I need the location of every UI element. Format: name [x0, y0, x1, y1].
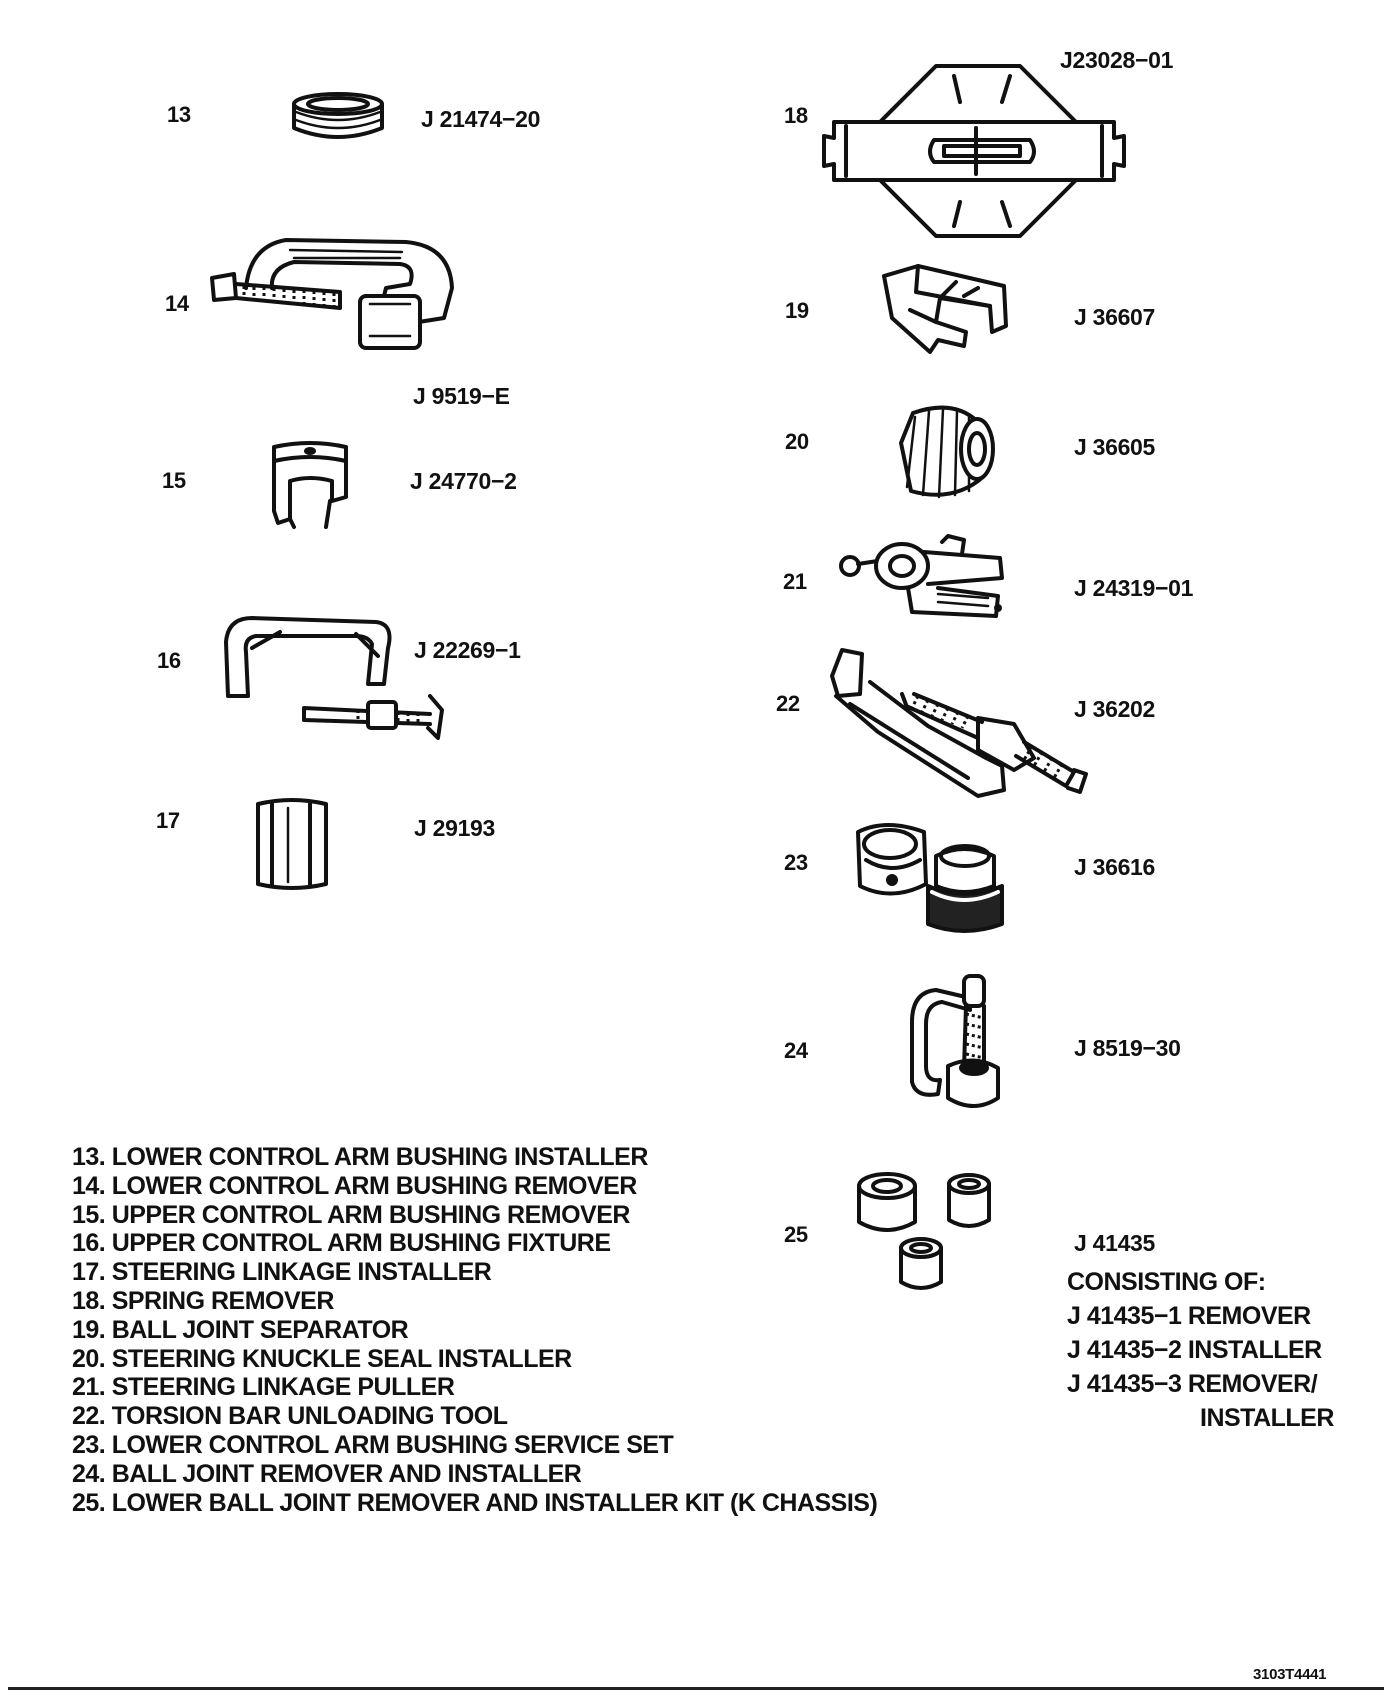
tool-23-number: 23 [784, 850, 808, 875]
tool-24-number: 24 [784, 1038, 808, 1063]
seal-installer-cup-icon [899, 405, 995, 499]
legend-item: 16. UPPER CONTROL ARM BUSHING FIXTURE [72, 1229, 611, 1258]
tool-24-illustration [908, 970, 1003, 1115]
kit-component-item: INSTALLER [1200, 1404, 1334, 1432]
tool-21-part-number: J 24319−01 [1074, 575, 1194, 601]
legend-item: 19. BALL JOINT SEPARATOR [72, 1315, 409, 1344]
kit-25-components: CONSISTING OF: J 41435−1 REMOVER J 41435… [1067, 1265, 1337, 1435]
tool-22-number: 22 [776, 691, 800, 716]
tool-14-illustration [210, 232, 460, 357]
legend-item: 20. STEERING KNUCKLE SEAL INSTALLER [72, 1344, 572, 1373]
kit-component-item: J 41435−1 REMOVER [1067, 1302, 1311, 1330]
torsion-bar-tool-icon [830, 648, 1088, 798]
tool-16-number: 16 [157, 648, 181, 673]
tool-18-part-number: J23028−01 [1060, 47, 1174, 73]
tool-17-part-number: J 29193 [414, 815, 496, 841]
sleeve-installer-icon [256, 798, 328, 890]
tool-21-illustration [838, 532, 1013, 624]
tool-16-part-number: J 22269−1 [414, 637, 521, 663]
tool-15-illustration [268, 441, 353, 529]
tool-24-part-number: J 8519−30 [1074, 1035, 1181, 1061]
tool-20-part-number: J 36605 [1074, 434, 1156, 460]
tool-20-illustration [893, 403, 998, 505]
tool-25-number: 25 [784, 1222, 808, 1247]
c-clamp-press-icon [210, 238, 454, 350]
figure-code: 3103T4441 [1253, 1666, 1327, 1683]
tool-19-part-number: J 36607 [1074, 304, 1156, 330]
legend-item: 24. BALL JOINT REMOVER AND INSTALLER [72, 1459, 582, 1488]
legend-item: 21. STEERING LINKAGE PULLER [72, 1373, 455, 1402]
tool-17-illustration [252, 798, 334, 893]
tool-19-number: 19 [785, 298, 809, 323]
tool-13-number: 13 [167, 102, 191, 127]
tool-18-illustration [822, 62, 1129, 240]
legend-item: 14. LOWER CONTROL ARM BUSHING REMOVER [72, 1171, 637, 1200]
tool-23-part-number: J 36616 [1074, 854, 1156, 880]
tool-15-part-number: J 24770−2 [410, 468, 517, 494]
legend-item: 22. TORSION BAR UNLOADING TOOL [72, 1402, 508, 1431]
tool-14-part-number: J 9519−E [413, 383, 510, 409]
bottom-rule [8, 1687, 1384, 1690]
tool-25-illustration [855, 1170, 1005, 1295]
tool-22-illustration [818, 646, 1093, 806]
bushing-service-set-icon [856, 823, 1004, 933]
legend-item: 23. LOWER CONTROL ARM BUSHING SERVICE SE… [72, 1430, 674, 1459]
legend-item: 15. UPPER CONTROL ARM BUSHING REMOVER [72, 1200, 630, 1229]
kit-consisting-label: CONSISTING OF: [1067, 1268, 1266, 1296]
tool-23-illustration [852, 820, 1007, 935]
tool-13-illustration [290, 90, 390, 142]
tool-15-number: 15 [162, 468, 186, 493]
legend-item: 17. STEERING LINKAGE INSTALLER [72, 1258, 492, 1287]
tool-25-part-number: J 41435 [1074, 1230, 1156, 1256]
tool-13-part-number: J 21474−20 [421, 106, 541, 132]
linkage-puller-icon [839, 534, 1004, 618]
tool-22-part-number: J 36202 [1074, 696, 1156, 722]
kit-component-item: J 41435−3 REMOVER/ [1067, 1370, 1318, 1398]
legend-item: 25. LOWER BALL JOINT REMOVER AND INSTALL… [72, 1488, 878, 1517]
ball-joint-kit-icon [857, 1172, 991, 1290]
ball-joint-separator-icon [882, 264, 1008, 354]
kit-component-item: J 41435−2 INSTALLER [1067, 1336, 1322, 1364]
tool-17-number: 17 [156, 808, 180, 833]
fork-fixture-icon [272, 441, 348, 529]
fixture-clamp-icon [224, 616, 444, 740]
tool-legend: 13. LOWER CONTROL ARM BUSHING INSTALLER … [72, 1143, 932, 1517]
tool-16-illustration [218, 612, 453, 740]
tool-21-number: 21 [783, 569, 807, 594]
tool-19-illustration [880, 262, 1012, 357]
bushing-installer-ring-icon [292, 92, 384, 139]
tool-14-number: 14 [165, 291, 189, 316]
spring-remover-plate-icon [822, 64, 1126, 238]
ball-joint-press-icon [910, 974, 1000, 1108]
legend-item: 18. SPRING REMOVER [72, 1286, 334, 1315]
tool-20-number: 20 [785, 429, 809, 454]
legend-item: 13. LOWER CONTROL ARM BUSHING INSTALLER [72, 1143, 648, 1171]
tool-18-number: 18 [784, 103, 808, 128]
